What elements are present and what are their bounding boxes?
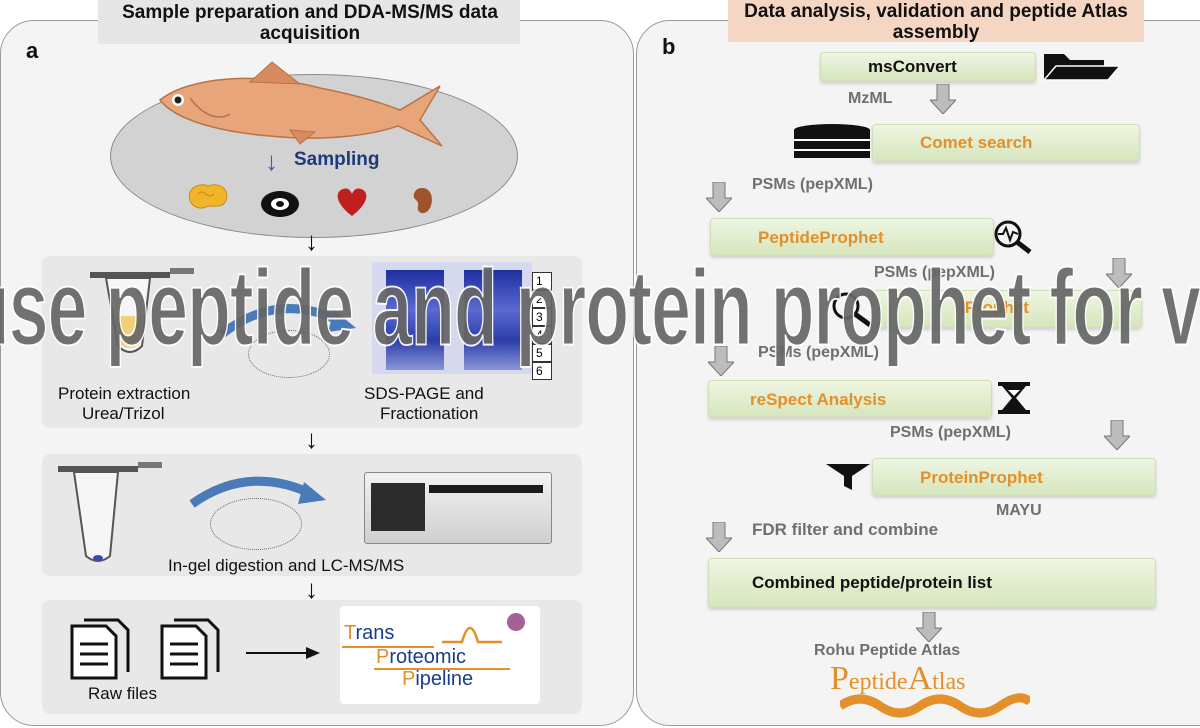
combined-box <box>708 558 1156 608</box>
arrow-psms4-icon <box>1104 420 1130 450</box>
comet-label: Comet search <box>920 133 1033 152</box>
sds-label-2: Fractionation <box>380 404 479 423</box>
psms-label-4: PSMs (pepXML) <box>890 424 1011 441</box>
magnifier-icon <box>832 292 872 328</box>
tpp-line-2-first: P <box>376 646 390 668</box>
atlas-logo-tlas: tlas <box>932 669 966 695</box>
arrow-down-2-icon: ↓ <box>305 424 318 454</box>
digestion-label: In-gel digestion and LC-MS/MS <box>168 556 405 575</box>
digestion-circle <box>210 498 302 550</box>
tpp-line-3-first: P <box>402 668 416 690</box>
tpp-peak-icon <box>442 613 525 644</box>
eye-icon <box>261 191 299 217</box>
atlas-label: Rohu Peptide Atlas <box>814 642 961 659</box>
gel-lane-6: 6 <box>532 362 552 380</box>
curved-arrow-icon <box>219 304 356 338</box>
panel-a-header: Sample preparation and DDA-MS/MS data ac… <box>122 2 498 44</box>
combined-label: Combined peptide/protein list <box>752 573 992 592</box>
arrow-psms2-icon <box>1106 258 1132 288</box>
gel-lane-4: 4 <box>532 326 552 344</box>
gel-lane-3: 3 <box>532 308 552 326</box>
funnel-icon <box>826 464 870 490</box>
brain-icon <box>188 184 228 209</box>
gel-lane-2: 2 <box>532 290 552 308</box>
panel-b-letter: b <box>662 34 676 59</box>
protein-circle <box>248 330 330 378</box>
hourglass-icon <box>998 382 1030 414</box>
sds-label-1: SDS-PAGE and <box>364 384 484 403</box>
proteinprophet-label: ProteinProphet <box>920 468 1043 487</box>
atlas-ribbon-icon <box>840 693 1030 718</box>
tpp-underline-1 <box>342 646 434 648</box>
psms-label-3: PSMs (pepXML) <box>758 344 879 361</box>
iprophet-box <box>872 290 1142 328</box>
sampling-label: Sampling <box>294 149 380 170</box>
extraction-label: Protein extraction <box>58 384 191 403</box>
arrow-psms1-icon <box>706 182 732 212</box>
peptideprophet-box <box>710 218 994 256</box>
arrow-right-icon <box>246 647 320 659</box>
atlas-logo-a: A <box>907 660 933 697</box>
folder-icon <box>1044 54 1120 81</box>
arrow-fdr-icon <box>706 522 732 552</box>
tpp-line-3: Pipeline <box>402 668 473 691</box>
panel-b-header: Data analysis, validation and peptide At… <box>744 1 1128 43</box>
arrow-psms3-icon <box>708 346 734 376</box>
comet-box <box>872 124 1140 162</box>
arrow-down-3-icon: ↓ <box>305 574 318 604</box>
sampling-arrow-icon: ↓ <box>265 146 278 176</box>
msconvert-box <box>820 52 1036 82</box>
tpp-underline-2 <box>374 668 510 670</box>
panel-a-letter: a <box>26 38 39 63</box>
respect-label: reSpect Analysis <box>750 390 887 409</box>
heart-icon <box>337 188 367 216</box>
document-icon-1 <box>70 618 130 680</box>
gel-lane-1: 1 <box>532 272 552 290</box>
msconvert-label: msConvert <box>868 57 957 76</box>
tube-icon <box>90 268 194 353</box>
gel-lane-labels: 1 2 3 4 5 6 <box>532 272 552 380</box>
psms-label-1: PSMs (pepXML) <box>752 176 873 193</box>
mass-spectrometer-icon <box>364 472 552 544</box>
tpp-line-3-rest: ipeline <box>415 668 474 690</box>
tpp-line-2: Proteomic <box>376 646 466 669</box>
extraction-sub-label: Urea/Trizol <box>82 404 165 423</box>
magnifier-wave-icon <box>994 220 1032 254</box>
proteinprophet-box <box>872 458 1156 496</box>
fish-icon <box>158 61 443 147</box>
psms-label-2: PSMs (pepXML) <box>874 264 995 281</box>
arrow-atlas-icon <box>916 612 942 642</box>
iprophet-label: iProphet <box>960 298 1029 317</box>
fdr-label: FDR filter and combine <box>752 520 939 539</box>
tpp-line-2-rest: roteomic <box>389 646 467 668</box>
raw-files-label: Raw files <box>88 684 157 703</box>
peptideprophet-label: PeptideProphet <box>758 228 884 247</box>
tube-2-icon <box>58 462 162 562</box>
database-icon <box>794 124 870 158</box>
kidney-icon <box>413 188 432 214</box>
arrow-down-1-icon: ↓ <box>305 226 318 256</box>
arrow-mzml-icon <box>930 84 956 114</box>
atlas-logo-p: P <box>830 660 849 697</box>
gel-image <box>372 262 532 374</box>
panel-a-header-bg <box>98 0 520 44</box>
mayu-label: MAYU <box>996 502 1042 519</box>
atlas-logo: PeptideAtlas <box>830 660 965 698</box>
respect-box <box>708 380 992 418</box>
atlas-logo-eptide: eptide <box>848 669 908 695</box>
document-icon-2 <box>160 618 220 680</box>
panel-b-header-bg <box>728 0 1144 42</box>
curved-arrow-2-icon <box>189 476 326 508</box>
gel-lane-5: 5 <box>532 344 552 362</box>
tpp-line-1-first: T <box>344 622 356 644</box>
tpp-logo <box>340 606 540 704</box>
tpp-line-1-rest: rans <box>355 622 395 644</box>
tpp-line-1: Trans <box>344 622 394 645</box>
mzml-label: MzML <box>848 90 893 107</box>
